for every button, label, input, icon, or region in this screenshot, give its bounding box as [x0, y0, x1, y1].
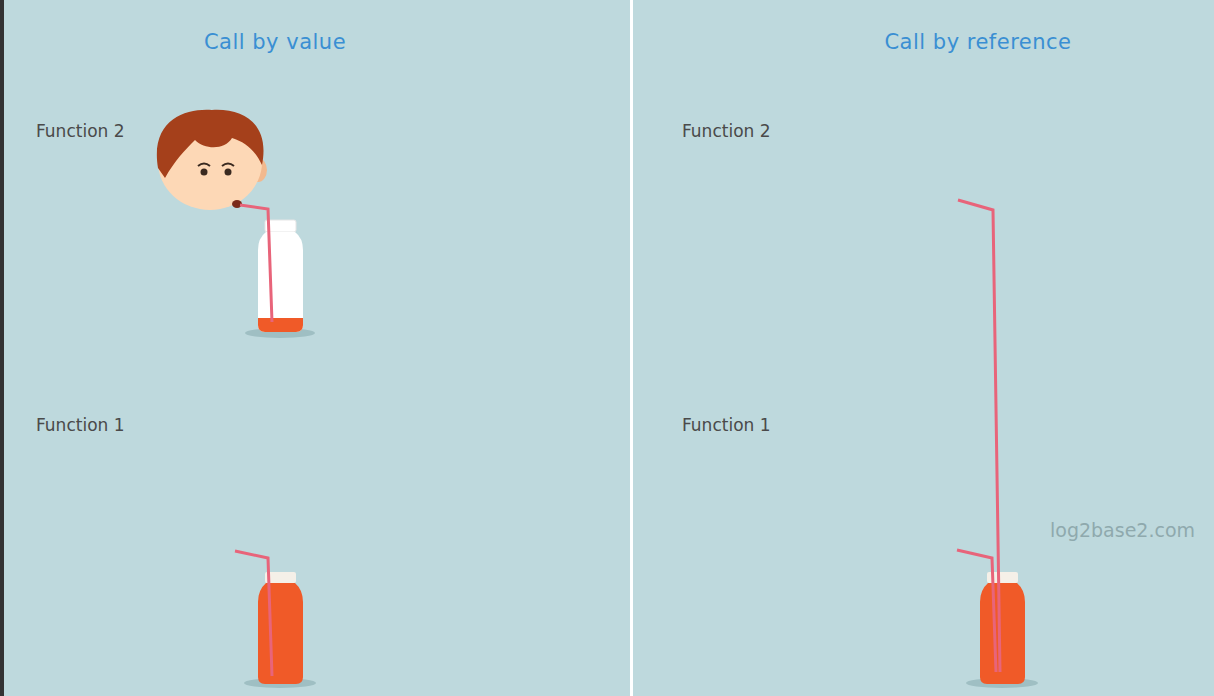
function-label: Function 1 [682, 415, 771, 435]
panel-divider [630, 0, 633, 696]
copied-bottle [240, 205, 315, 338]
original-bottle [235, 551, 316, 688]
shared-bottle [957, 200, 1038, 688]
function-label: Function 2 [682, 121, 771, 141]
function-label: Function 1 [36, 415, 125, 435]
panel-title: Call by value [204, 30, 346, 54]
function-label: Function 2 [36, 121, 125, 141]
left-edge [0, 0, 4, 696]
panel-title: Call by reference [884, 30, 1071, 54]
boy-head [157, 110, 267, 210]
watermark: log2base2.com [1050, 519, 1195, 541]
